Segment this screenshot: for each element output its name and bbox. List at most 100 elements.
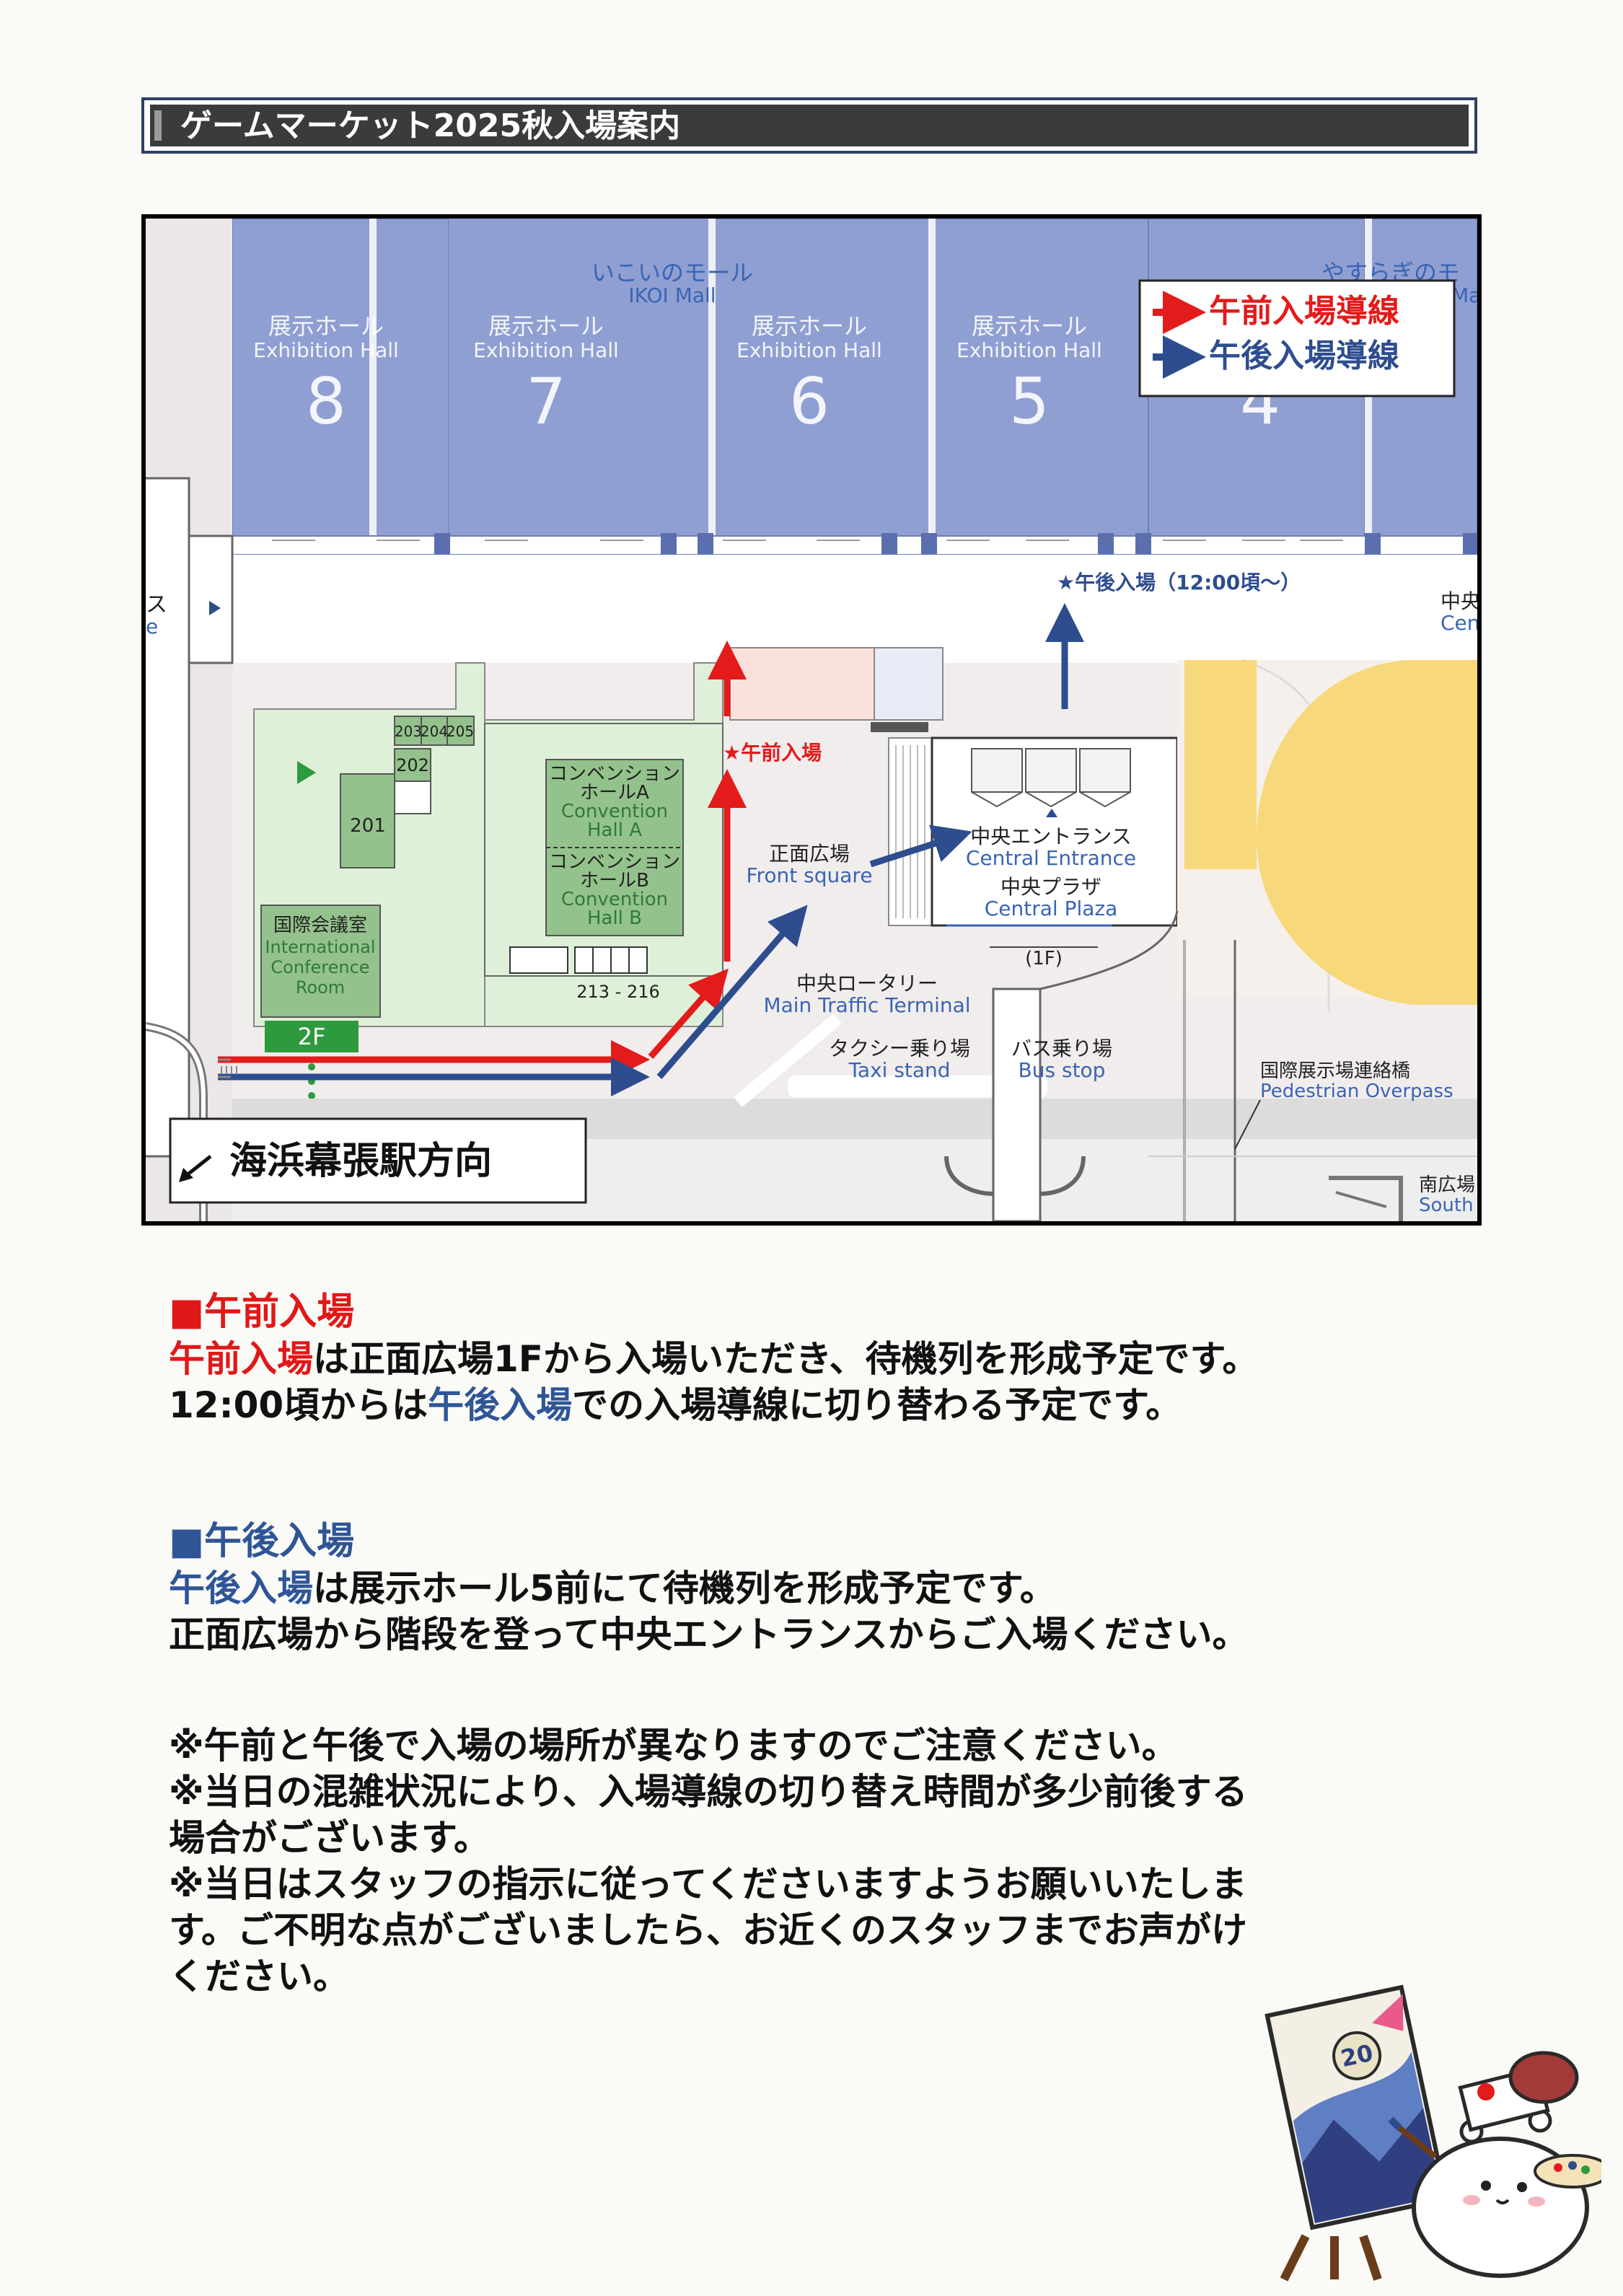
central-plaza-jp: 中央プラザ (1000, 875, 1101, 899)
convention-complex: 203 204 205 202 201 国際会議室 International … (253, 662, 723, 1027)
pillar (661, 533, 677, 558)
info-booth-2 (874, 647, 944, 721)
green-marker-icon (297, 761, 316, 784)
mascot-character (1388, 2051, 1601, 2278)
am-line-1: 午前入場は正面広場1Fから入場いただき、待機列を形成予定です。 (169, 1336, 1258, 1382)
room-205-label: 205 (447, 723, 474, 740)
hall-8 (232, 219, 449, 537)
hall-6-number: 6 (789, 364, 830, 439)
pillar (1135, 533, 1151, 558)
pm-line-1-text: は展示ホール5前にて待機列を形成予定です。 (313, 1567, 1056, 1609)
front-square-jp: 正面広場 (769, 842, 850, 866)
pillar (1365, 533, 1381, 558)
hall-8-jp: 展示ホール (268, 312, 384, 340)
pm-highlight: 午後入場 (169, 1567, 313, 1609)
hall-7-en: Exhibition Hall (473, 338, 619, 362)
hall-7-number: 7 (526, 364, 566, 439)
intl-room-en2: Conference (270, 957, 369, 977)
palette-icon (1534, 2154, 1601, 2189)
conv-b-jp2: ホールB (580, 870, 649, 892)
central-mall-en: Centra (1441, 611, 1477, 635)
page-title: ゲームマーケット2025秋入場案内 (180, 107, 681, 144)
pillar (434, 533, 450, 558)
stairs (888, 737, 933, 926)
legend-pm-label: 午後入場導線 (1209, 338, 1399, 374)
am-line-1-text: は正面広場1Fから入場いただき、待機列を形成予定です。 (313, 1338, 1259, 1380)
central-entrance-building: 中央エントランス Central Entrance 中央プラザ Central … (931, 736, 1189, 927)
title-background: ゲームマーケット2025秋入場案内 (150, 105, 1469, 146)
room-202-label: 202 (396, 755, 429, 775)
overpass-en: Pedestrian Overpass (1260, 1081, 1453, 1102)
conv-a-en2: Hall A (587, 819, 642, 841)
am-heading: ■午前入場 (169, 1290, 355, 1334)
front-square-en: Front square (746, 863, 872, 887)
hall-5-jp: 展示ホール (972, 312, 1087, 340)
am-route (218, 641, 747, 1079)
left-edge-en: e (146, 615, 158, 638)
title-accent (154, 110, 162, 141)
note-1: ※午前と午後で入場の場所が異なりますのでご注意ください。 (169, 1725, 1178, 1767)
bus-stop-jp: バス乗り場 (1011, 1037, 1112, 1060)
pm-line-1: 午後入場は展示ホール5前にて待機列を形成予定です。 (169, 1565, 1249, 1611)
conv-a-en1: Convention (561, 801, 668, 822)
mascot-illustration: 20 (1264, 1984, 1601, 2282)
event-hall-dome: 中央モ Centra (1177, 589, 1477, 1012)
note-3a: ※当日はスタッフの指示に従ってくださいますようお願いいたしま (169, 1863, 1247, 1905)
floor-1f-label: (1F) (1025, 948, 1063, 969)
rotary-en: Main Traffic Terminal (763, 993, 970, 1017)
left-edge-jp: ス (146, 592, 167, 617)
legend-am-label: 午前入場導線 (1209, 293, 1399, 330)
brush-icon (1397, 2125, 1438, 2160)
conv-a-jp2: ホールA (580, 782, 649, 804)
station-direction-box: 海浜幕張駅方向 (169, 1117, 587, 1204)
conv-b-en2: Hall B (587, 907, 642, 929)
station-direction-label: 海浜幕張駅方向 (229, 1140, 492, 1183)
pm-line-2: 正面広場から階段を登って中央エントランスからご入場ください。 (169, 1614, 1249, 1655)
conv-b-en1: Convention (561, 889, 668, 910)
hall-7-jp: 展示ホール (488, 312, 604, 340)
intl-room-jp: 国際会議室 (273, 915, 367, 936)
easel-icon (1280, 2234, 1382, 2282)
note-2b: 場合がございます。 (169, 1817, 490, 1859)
pillar (1463, 533, 1477, 558)
venue-map-svg: 展示ホール Exhibition Hall 8 展示ホール Exhibition… (146, 219, 1477, 1221)
left-edge-structure: ス e (146, 219, 234, 1221)
pm-section: ■午後入場 午後入場は展示ホール5前にて待機列を形成予定です。 正面広場から階段… (169, 1518, 1249, 1658)
venue-map: 展示ホール Exhibition Hall 8 展示ホール Exhibition… (141, 214, 1482, 1226)
mascot-badge-number: 20 (1338, 2039, 1375, 2072)
hall-door-row (232, 535, 1477, 555)
central-entrance-en: Central Entrance (966, 846, 1136, 870)
am-entry-label: ★午前入場 (723, 741, 822, 765)
mall-corridor (232, 555, 1477, 663)
floor-2f-badge (265, 1021, 359, 1052)
am-line-2: 12:00頃からは午後入場での入場導線に切り替わる予定です。 (169, 1382, 1258, 1428)
pm-route (218, 603, 1084, 1096)
rooms-213-216-label: 213 - 216 (576, 982, 660, 1002)
hall-5-number: 5 (1009, 364, 1050, 439)
floor-2f-label: 2F (298, 1023, 326, 1050)
central-plaza-en: Central Plaza (985, 897, 1118, 920)
ikoi-mall-en: IKOI Mall (628, 283, 716, 307)
conv-a-jp1: コンベンション (549, 763, 680, 785)
hall-8-en: Exhibition Hall (253, 338, 399, 362)
pillar (698, 533, 713, 558)
taxi-stand-en: Taxi stand (848, 1058, 950, 1082)
note-2a: ※当日の混雑状況により、入場導線の切り替え時間が多少前後する (169, 1771, 1248, 1813)
hall-5-en: Exhibition Hall (956, 338, 1102, 362)
pm-route-arrow-2 (656, 905, 808, 1079)
notes: ※午前と午後で入場の場所が異なりますのでご注意ください。 ※当日の混雑状況により… (169, 1723, 1460, 2000)
stairs-marker (871, 722, 928, 732)
pm-route-arrow-3 (869, 824, 972, 868)
hall-6-en: Exhibition Hall (736, 338, 882, 362)
hall-8-number: 8 (306, 364, 346, 439)
pm-heading: ■午後入場 (169, 1520, 355, 1563)
room-204-label: 204 (421, 723, 448, 740)
note-3b: す。ご不明な点がございましたら、お近くのスタッフまでお声がけ (169, 1909, 1247, 1951)
taxi-stand-jp: タクシー乗り場 (829, 1037, 970, 1060)
title-bar: ゲームマーケット2025秋入場案内 (141, 97, 1477, 154)
room-203-label: 203 (395, 723, 422, 740)
conv-b-jp1: コンベンション (549, 851, 680, 873)
central-mall-jp: 中央モ (1441, 589, 1477, 613)
room-201-label: 201 (350, 815, 386, 837)
route-legend: 午前入場導線 午後入場導線 (1138, 279, 1456, 397)
